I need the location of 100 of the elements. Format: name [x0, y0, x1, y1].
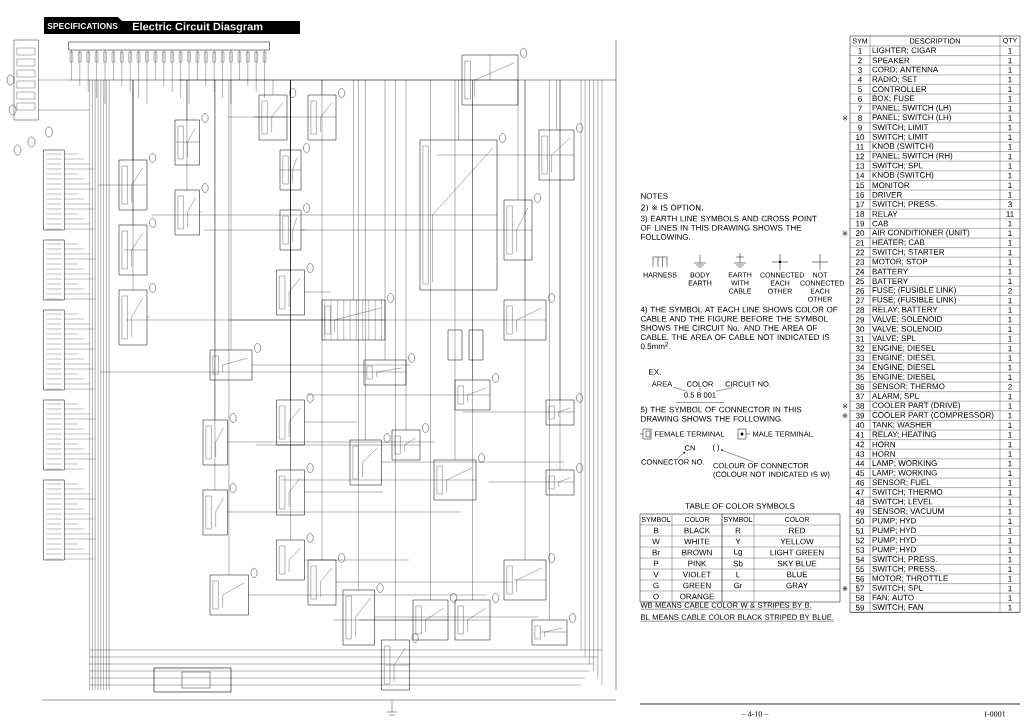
part-number: 55	[855, 566, 865, 572]
part-description: PUMP; HYD	[872, 537, 917, 544]
quantity: 2	[1008, 384, 1012, 390]
quantity: 1	[1008, 412, 1012, 419]
quantity: 1	[1008, 115, 1012, 121]
quantity: 1	[1008, 393, 1012, 400]
part-number: 54	[855, 556, 865, 563]
part-description: ENGINE; DIESEL	[872, 364, 936, 371]
part-number: 47	[855, 489, 865, 496]
part-number: 32	[855, 345, 865, 352]
quantity: 3	[1008, 201, 1012, 208]
part-number: 38	[855, 403, 865, 409]
quantity: 1	[1008, 604, 1012, 611]
part-description: LAMP; WORKING	[872, 469, 937, 477]
part-number: 3	[858, 67, 862, 73]
part-description: BATTERY	[872, 268, 908, 275]
part-description: CONTROLLER	[872, 86, 927, 93]
part-description: RELAY; HEATING	[872, 431, 936, 439]
part-description: RELAY; BATTERY	[872, 306, 938, 314]
part-description: HORN	[872, 451, 895, 457]
table-text: Br	[652, 549, 660, 556]
quantity: 1	[1008, 556, 1012, 563]
table-text: YELLOW	[780, 538, 814, 545]
table-text: Sb	[733, 560, 743, 567]
part-number: 8	[858, 115, 862, 121]
part-number: 41	[855, 432, 865, 438]
table-text: G	[653, 582, 659, 589]
part-number: 7	[858, 105, 862, 112]
table-text: Y	[735, 538, 741, 545]
table-text: Gr	[733, 582, 743, 589]
quantity: 1	[1008, 105, 1012, 112]
quantity: 1	[1008, 470, 1012, 476]
quantity: 1	[1008, 518, 1012, 524]
part-description: LIGHTER; CIGAR	[872, 47, 937, 55]
part-description: SENSOR; THERMO	[872, 383, 945, 391]
note-text: EX.	[649, 369, 661, 375]
part-number: 25	[855, 278, 865, 285]
quantity: 1	[1008, 153, 1012, 160]
part-description: ENGINE; DIESEL	[872, 354, 936, 362]
quantity: 11	[1006, 211, 1014, 217]
part-description: RELAY	[872, 211, 898, 217]
quantity: 1	[1008, 499, 1012, 505]
part-number: 18	[856, 211, 865, 217]
part-description: PANEL; SWITCH (RH)	[872, 152, 953, 161]
part-number: 37	[855, 393, 865, 400]
part-number: 34	[855, 364, 865, 371]
part-description: SWITCH; LIMIT	[872, 133, 929, 141]
part-description: PUMP; HYD	[872, 517, 917, 525]
part-description: SENSOR; VACUUM	[872, 508, 944, 515]
quantity: 1	[1008, 172, 1012, 179]
part-number: 56	[855, 575, 865, 582]
part-description: SWITCH; FAN	[872, 604, 923, 611]
part-description: SWITCH; PRESS.	[872, 565, 937, 573]
table-text: R	[735, 527, 741, 534]
part-number: 27	[855, 297, 865, 304]
quantity: 1	[1008, 48, 1012, 54]
part-number: 20	[855, 230, 865, 237]
part-number: 45	[855, 470, 865, 476]
table-text: BROWN	[682, 549, 712, 556]
table-text: V	[653, 571, 659, 578]
part-description: ENGINE; DIESEL	[872, 373, 936, 381]
part-description: SWITCH; LEVEL	[872, 498, 933, 506]
part-number: 42	[855, 441, 865, 448]
part-description: CORD; ANTENNA	[872, 66, 939, 74]
quantity: 1	[1008, 566, 1012, 572]
part-description: SENSOR; FUEL	[872, 479, 931, 487]
part-description: CAB	[872, 220, 888, 227]
quantity: 1	[1008, 374, 1012, 380]
part-number: 6	[858, 95, 862, 102]
part-number: 57	[855, 585, 865, 592]
part-description: SWITCH; THERMO	[872, 489, 943, 496]
quantity: 1	[1008, 422, 1012, 428]
part-number: 24	[855, 268, 865, 275]
leader-line	[699, 387, 701, 392]
part-description: COOLER PART (DRIVE)	[872, 402, 961, 410]
page-number: – 4-10 –	[741, 711, 769, 717]
table-text: WHITE	[684, 538, 710, 545]
part-number: 43	[855, 451, 865, 457]
quantity: 1	[1008, 508, 1012, 515]
quantity: 1	[1008, 432, 1012, 438]
part-number: 36	[855, 383, 865, 390]
part-number: 9	[858, 124, 862, 131]
part-number: 19	[856, 220, 865, 227]
part-description: FUSE; (FUSIBLE LINK)	[872, 296, 956, 305]
part-description: AIR CONDITIONER (UNIT)	[872, 229, 970, 237]
note-text: 3) EARTH LINE SYMBOLS AND CROSS POINT OF LINES IN THIS DRAWING SHOWS THE FOLLOWING.	[640, 215, 817, 240]
part-number: 53	[855, 547, 865, 553]
table-text: GREEN	[683, 582, 711, 589]
quantity: 1	[1008, 67, 1012, 73]
quantity: 1	[1008, 547, 1012, 553]
part-number: 26	[855, 287, 865, 294]
part-number: 48	[855, 499, 865, 505]
part-description: MONITOR	[872, 182, 910, 189]
table-text: SKY BLUE	[777, 560, 817, 567]
part-number: 2	[858, 57, 862, 64]
table-text: ORANGE	[680, 593, 714, 600]
part-number: 49	[855, 508, 865, 515]
quantity: 2	[1008, 288, 1012, 294]
quantity: 1	[1008, 163, 1012, 169]
quantity: 1	[1008, 240, 1012, 246]
